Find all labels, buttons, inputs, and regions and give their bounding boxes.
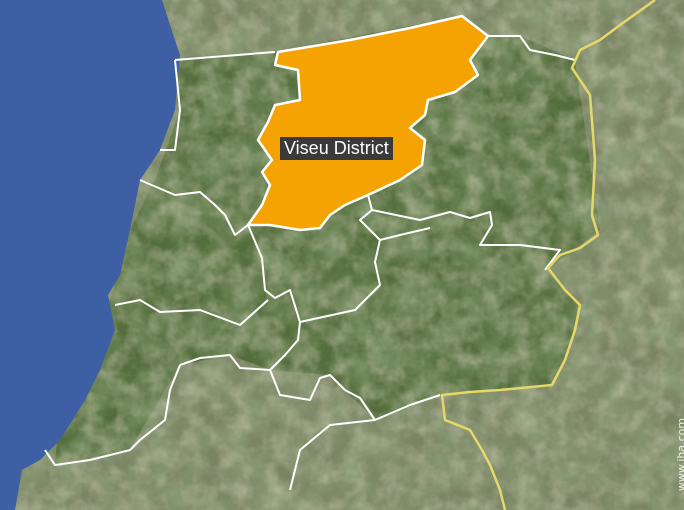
- watermark: www.iha.com: [674, 417, 684, 492]
- ocean: [0, 0, 180, 510]
- country-border: [440, 0, 656, 510]
- district-label: Viseu District: [280, 137, 393, 160]
- district-borders: [44, 35, 576, 491]
- viseu-district-shape[interactable]: [246, 14, 490, 232]
